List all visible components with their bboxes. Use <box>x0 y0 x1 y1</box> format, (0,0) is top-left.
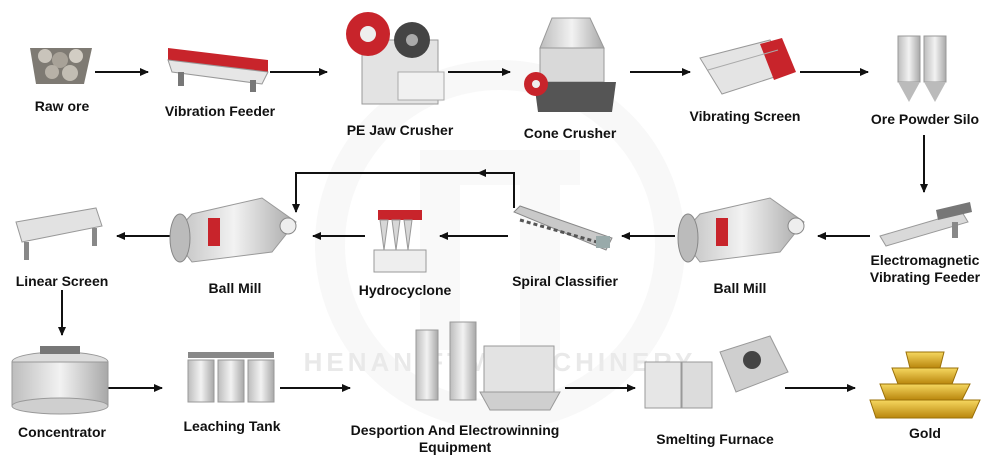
row1-arrows <box>95 68 928 193</box>
label-smelting-furnace: Smelting Furnace <box>656 431 774 447</box>
label-hydrocyclone: Hydrocyclone <box>358 282 452 298</box>
label-ball-mill-left: Ball Mill <box>208 280 262 296</box>
electromagnetic-feeder-icon <box>879 202 972 247</box>
label-raw-ore: Raw ore <box>34 98 90 114</box>
watermark-logo <box>315 60 685 430</box>
concentrator-icon <box>11 346 109 415</box>
ore-powder-silo-icon <box>897 35 947 102</box>
label-ball-mill-right: Ball Mill <box>713 280 767 296</box>
label-vibration-feeder: Vibration Feeder <box>164 103 276 119</box>
linear-screen-icon <box>15 207 103 260</box>
label-cone-crusher: Cone Crusher <box>523 125 617 141</box>
row2-arrows <box>58 169 870 336</box>
spiral-classifier-icon <box>513 205 613 251</box>
smelting-furnace-icon <box>644 335 789 409</box>
vibration-feeder-icon <box>167 48 269 92</box>
label-vibrating-screen: Vibrating Screen <box>689 108 801 124</box>
label-linear-screen: Linear Screen <box>15 273 109 289</box>
label-electromagnetic-feeder-line1: Electromagnetic <box>870 252 980 268</box>
desorption-electrowinning-icon <box>415 321 561 411</box>
vibrating-screen-icon <box>699 38 796 95</box>
gold-bars-icon <box>869 351 981 419</box>
label-leaching-tank: Leaching Tank <box>183 418 281 434</box>
label-electromagnetic-feeder-line2: Vibrating Feeder <box>869 269 981 285</box>
leaching-tank-icon <box>187 352 275 403</box>
label-desorption-line1: Desportion And Electrowinning <box>350 422 560 438</box>
raw-ore-icon <box>30 48 92 84</box>
label-gold: Gold <box>909 425 941 441</box>
label-ore-powder-silo: Ore Powder Silo <box>870 111 980 127</box>
hydrocyclone-icon <box>373 210 427 273</box>
label-desorption-line2: Equipment <box>418 439 492 455</box>
ball-mill-left-icon <box>169 197 297 263</box>
label-spiral-classifier: Spiral Classifier <box>512 273 618 289</box>
cone-crusher-icon <box>524 17 616 112</box>
label-pe-jaw-crusher: PE Jaw Crusher <box>346 122 454 138</box>
label-concentrator: Concentrator <box>18 424 106 440</box>
pe-jaw-crusher-icon <box>346 12 445 105</box>
ball-mill-right-icon <box>677 197 805 263</box>
